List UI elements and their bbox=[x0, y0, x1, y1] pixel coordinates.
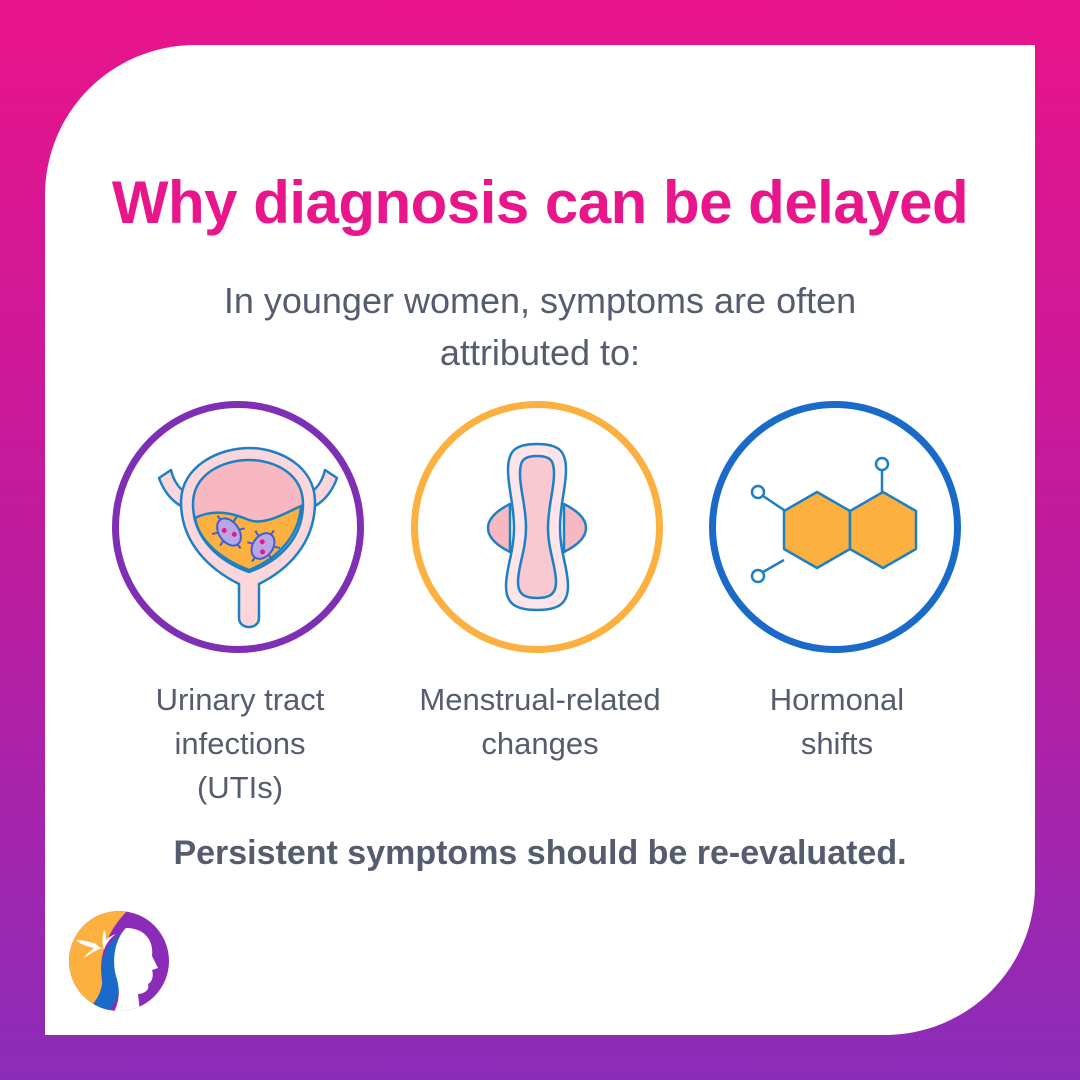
uti-circle bbox=[112, 401, 364, 653]
menstrual-circle bbox=[411, 401, 663, 653]
menstrual-label: Menstrual-related changes bbox=[419, 682, 661, 761]
hormonal-circle bbox=[709, 401, 961, 653]
hormonal-label: Hormonal shifts bbox=[769, 682, 905, 761]
uti-label: Urinary tract infections (UTIs) bbox=[155, 682, 325, 805]
subtitle: In younger women, symptoms are often att… bbox=[223, 280, 857, 373]
sanitary-pad-icon bbox=[486, 442, 588, 612]
molecule-icon bbox=[750, 456, 918, 584]
bladder-icon bbox=[157, 446, 339, 629]
brand-logo-icon bbox=[69, 911, 169, 1011]
footer-message: Persistent symptoms should be re-evaluat… bbox=[173, 834, 907, 872]
page-title: Why diagnosis can be delayed bbox=[111, 169, 969, 236]
